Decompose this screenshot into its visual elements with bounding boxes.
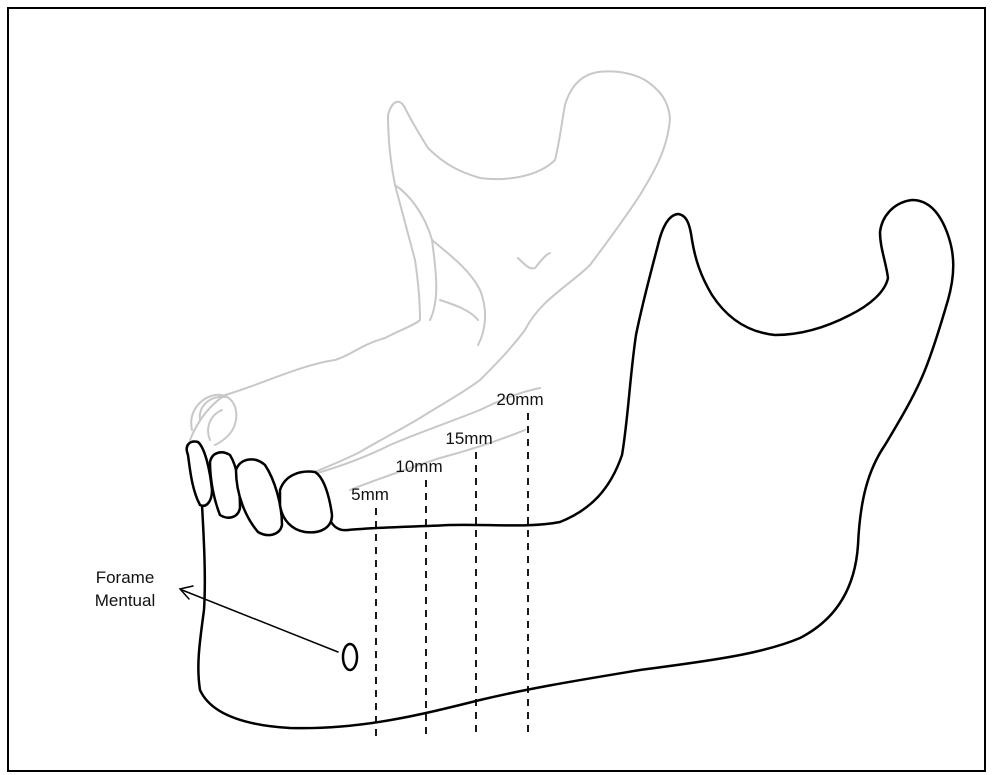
measure-label-5mm: 5mm: [351, 485, 389, 504]
teeth: [187, 442, 332, 536]
tooth-incisor-1: [187, 442, 212, 506]
foramen-label-line1: Forame: [96, 568, 155, 587]
tooth-canine: [236, 459, 282, 535]
mental-foramen: [343, 644, 357, 670]
maxilla-outline: [190, 71, 670, 490]
measure-label-20mm: 20mm: [496, 390, 543, 409]
tooth-incisor-2: [210, 452, 240, 517]
measure-label-10mm: 10mm: [395, 457, 442, 476]
measure-label-15mm: 15mm: [445, 429, 492, 448]
tooth-premolar: [280, 472, 332, 533]
foramen-label-line2: Mentual: [95, 591, 155, 610]
mandible-outline: [198, 200, 953, 728]
